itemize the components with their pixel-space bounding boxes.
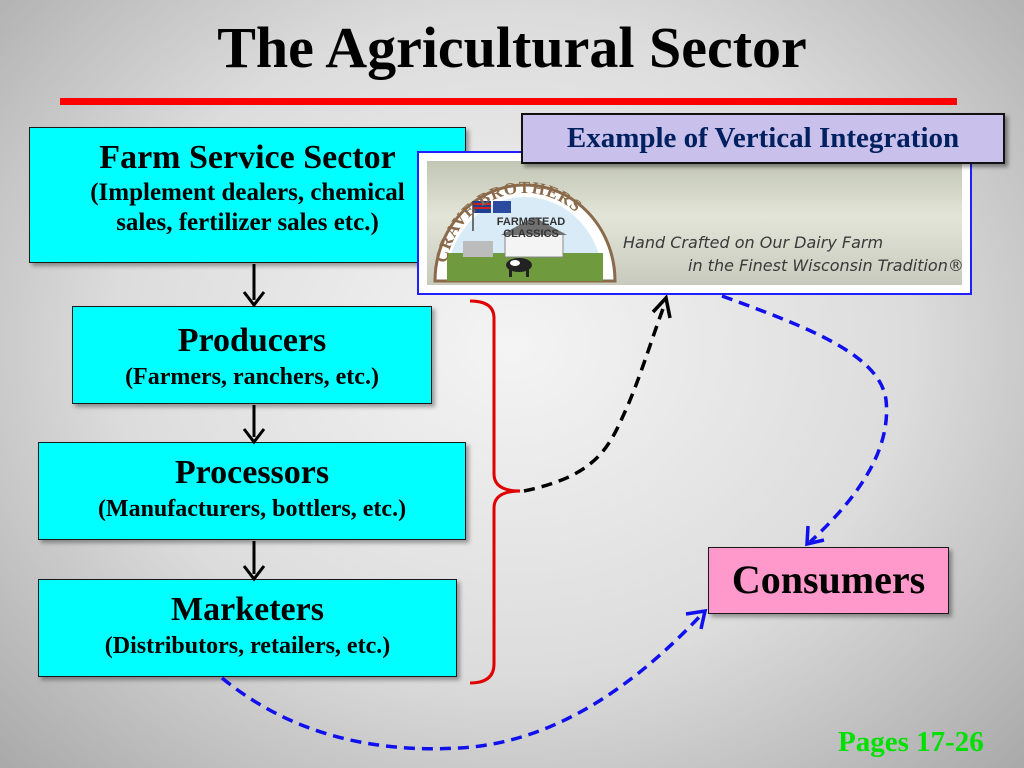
- processors-detail: (Manufacturers, bottlers, etc.): [97, 496, 407, 522]
- down-arrow-icon: [242, 541, 266, 582]
- farm-service-detail-line1: (Implement dealers, chemical: [90, 179, 405, 206]
- marketers-box: Marketers (Distributors, retailers, etc.…: [38, 579, 457, 677]
- marketers-heading: Marketers: [171, 591, 324, 628]
- dashed-arrow-icon: [523, 294, 672, 493]
- crave-brothers-logo-panel: CRAVE BROTHERS FARMSTEAD CLASSICS Hand C…: [417, 151, 972, 295]
- dashed-arrow-icon: [220, 608, 708, 751]
- down-arrow-icon: [242, 264, 266, 308]
- marketers-detail: (Distributors, retailers, etc.): [104, 633, 391, 659]
- logo-inner-line2: CLASSICS: [503, 228, 559, 240]
- producers-box: Producers (Farmers, ranchers, etc.): [72, 306, 432, 404]
- logo-background: CRAVE BROTHERS FARMSTEAD CLASSICS Hand C…: [427, 161, 964, 285]
- dashed-arrow-icon: [721, 294, 889, 547]
- down-arrow-icon: [242, 405, 266, 445]
- page-reference: Pages 17-26: [838, 726, 984, 758]
- farm-service-sector-box: Farm Service Sector (Implement dealers, …: [29, 127, 466, 263]
- flow-arrows: [242, 264, 266, 582]
- producers-heading: Producers: [177, 322, 327, 359]
- processors-box: Processors (Manufacturers, bottlers, etc…: [38, 442, 466, 540]
- logo-inner-line1: FARMSTEAD: [497, 216, 566, 228]
- curly-brace-icon: [469, 299, 521, 685]
- page-title: The Agricultural Sector: [217, 15, 807, 80]
- logo-tagline-line2: in the Finest Wisconsin Tradition®: [688, 256, 964, 275]
- title-underline: [60, 98, 957, 105]
- producers-detail: (Farmers, ranchers, etc.): [125, 364, 379, 390]
- farm-service-detail-line2: sales, fertilizer sales etc.): [116, 209, 379, 236]
- processors-heading: Processors: [174, 454, 330, 491]
- farm-logo-icon: CRAVE BROTHERS FARMSTEAD CLASSICS: [432, 178, 617, 283]
- logo-tagline-line1: Hand Crafted on Our Dairy Farm: [623, 233, 884, 252]
- consumers-box: Consumers: [708, 547, 949, 614]
- vertical-integration-label: Example of Vertical Integration: [521, 113, 1005, 164]
- farm-service-heading: Farm Service Sector: [99, 139, 396, 176]
